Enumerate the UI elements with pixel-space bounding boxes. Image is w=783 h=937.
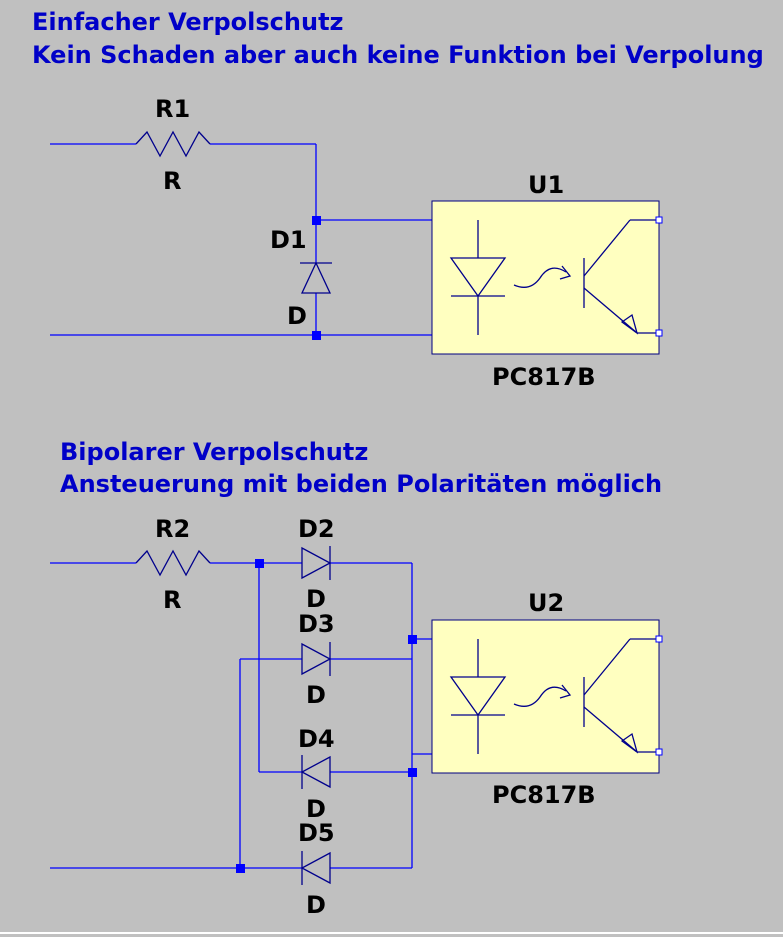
section2-subtitle: Ansteuerung mit beiden Polaritäten mögli… [60,470,662,498]
diode-d1[interactable] [300,261,332,294]
junction-r2-d2 [255,559,264,568]
diode-d2[interactable] [301,546,332,580]
r2-name-label: R2 [155,515,190,543]
d1-name-label: D1 [270,226,307,254]
resistor-r1[interactable] [135,130,211,158]
junction-d1-anode [312,331,321,340]
diode-d4[interactable] [300,755,331,789]
d2-name-label: D2 [298,515,335,543]
r1-value-label: R [163,167,181,195]
diode-d5[interactable] [300,851,331,885]
d4-value-label: D [306,795,326,823]
u2-value-label: PC817B [492,781,596,809]
resistor-r2[interactable] [135,549,211,577]
section2-wires [50,562,478,869]
optocoupler-u1[interactable] [431,200,663,355]
junction-u2-anode [408,635,417,644]
d3-value-label: D [306,681,326,709]
section2-title: Bipolarer Verpolschutz [60,438,368,466]
diode-d3[interactable] [301,642,332,676]
r1-name-label: R1 [155,95,190,123]
junction-d1-cathode [312,216,321,225]
junction-u2-cathode [408,768,417,777]
d2-value-label: D [306,585,326,613]
u1-value-label: PC817B [492,363,596,391]
section1-subtitle: Kein Schaden aber auch keine Funktion be… [32,41,764,69]
d3-name-label: D3 [298,610,335,638]
optocoupler-u2[interactable] [431,619,663,774]
junction-input-d5 [236,864,245,873]
d4-name-label: D4 [298,725,335,753]
d5-value-label: D [306,891,326,919]
r2-value-label: R [163,586,181,614]
u2-name-label: U2 [528,589,564,617]
u1-name-label: U1 [528,171,564,199]
section1-wires [50,143,478,336]
d1-value-label: D [287,302,307,330]
d5-name-label: D5 [298,819,335,847]
section1-title: Einfacher Verpolschutz [32,8,344,36]
